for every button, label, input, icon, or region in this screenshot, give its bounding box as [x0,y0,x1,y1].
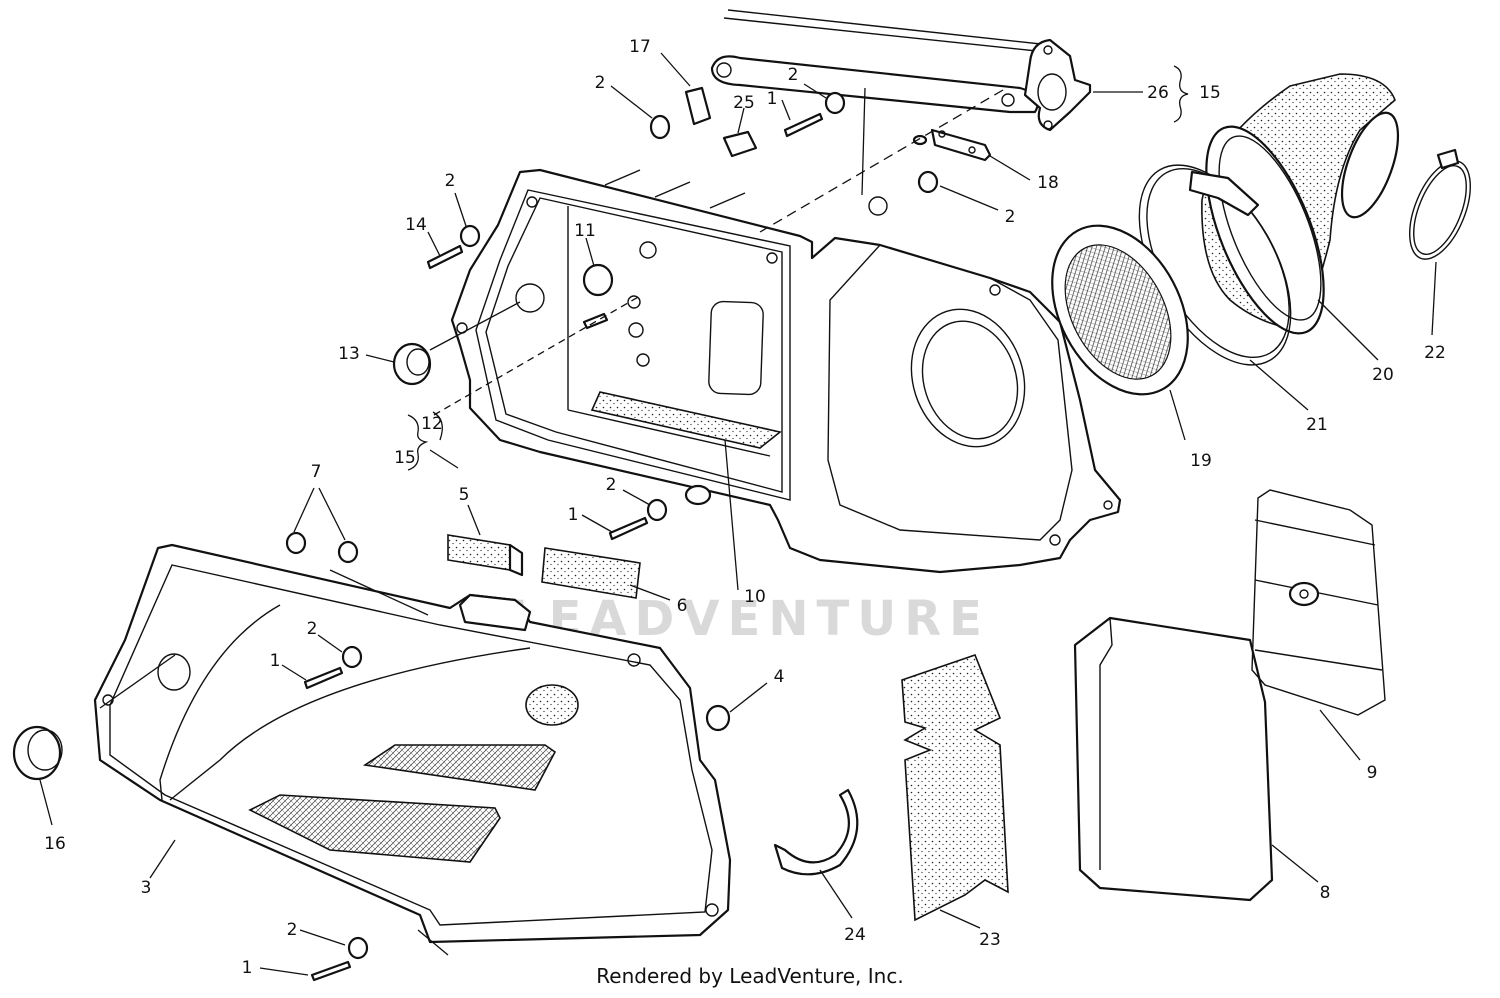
callout-25: 25 [733,93,755,113]
footer-credit: Rendered by LeadVenture, Inc. [596,964,904,988]
filter-cage [1251,489,1386,716]
callout-7: 7 [311,462,322,482]
callout-3: 3 [141,878,152,898]
callout-13: 13 [338,344,360,364]
callout-1: 1 [242,958,253,978]
callout-14: 14 [405,215,427,235]
callout-15: 15 [394,448,416,468]
hose-clamp-small [1409,148,1471,260]
clip-bracket [912,128,992,162]
callout-12: 12 [421,414,443,434]
callout-23: 23 [979,930,1001,950]
callout-2: 2 [606,475,617,495]
callout-18: 18 [1037,173,1059,193]
callout-24: 24 [844,925,866,945]
callout-2: 2 [1005,207,1016,227]
foam-gasket-sheet [901,653,1009,922]
callout-4: 4 [774,667,785,687]
callout-10: 10 [744,587,766,607]
callout-2: 2 [287,920,298,940]
callout-1: 1 [767,89,778,109]
callout-8: 8 [1320,883,1331,903]
callout-6: 6 [677,596,688,616]
callout-labels: 17 2 25 2 1 26 15 18 2 2 14 11 13 12 15 … [44,37,1446,978]
callout-9: 9 [1367,763,1378,783]
callout-11: 11 [574,221,596,241]
callout-1: 1 [568,505,579,525]
retaining-clip [773,788,859,876]
callout-5: 5 [459,485,470,505]
callout-20: 20 [1372,365,1394,385]
flange-gasket [1023,38,1092,132]
callout-17: 17 [629,37,651,57]
airbox-cover [93,543,732,944]
callout-21: 21 [1306,415,1328,435]
callout-2: 2 [445,171,456,191]
hardware-parts [12,86,939,982]
callout-19: 19 [1190,451,1212,471]
air-filter-element [1073,616,1274,902]
brace-15-lower [407,414,429,471]
callout-1: 1 [270,651,281,671]
foam-pads [447,534,641,599]
callout-22: 22 [1424,343,1446,363]
callout-26: 26 [1147,83,1169,103]
callout-2: 2 [788,65,799,85]
callout-2: 2 [307,619,318,639]
filter-ring [1051,224,1189,396]
intake-boot [1201,73,1400,335]
leader-lines [39,52,1437,976]
callout-2: 2 [595,73,606,93]
callout-15: 15 [1199,83,1221,103]
brace-26-15 [1173,65,1189,123]
callout-16: 16 [44,834,66,854]
airbox-housing [450,168,1122,574]
frame-bracket [710,9,1051,114]
